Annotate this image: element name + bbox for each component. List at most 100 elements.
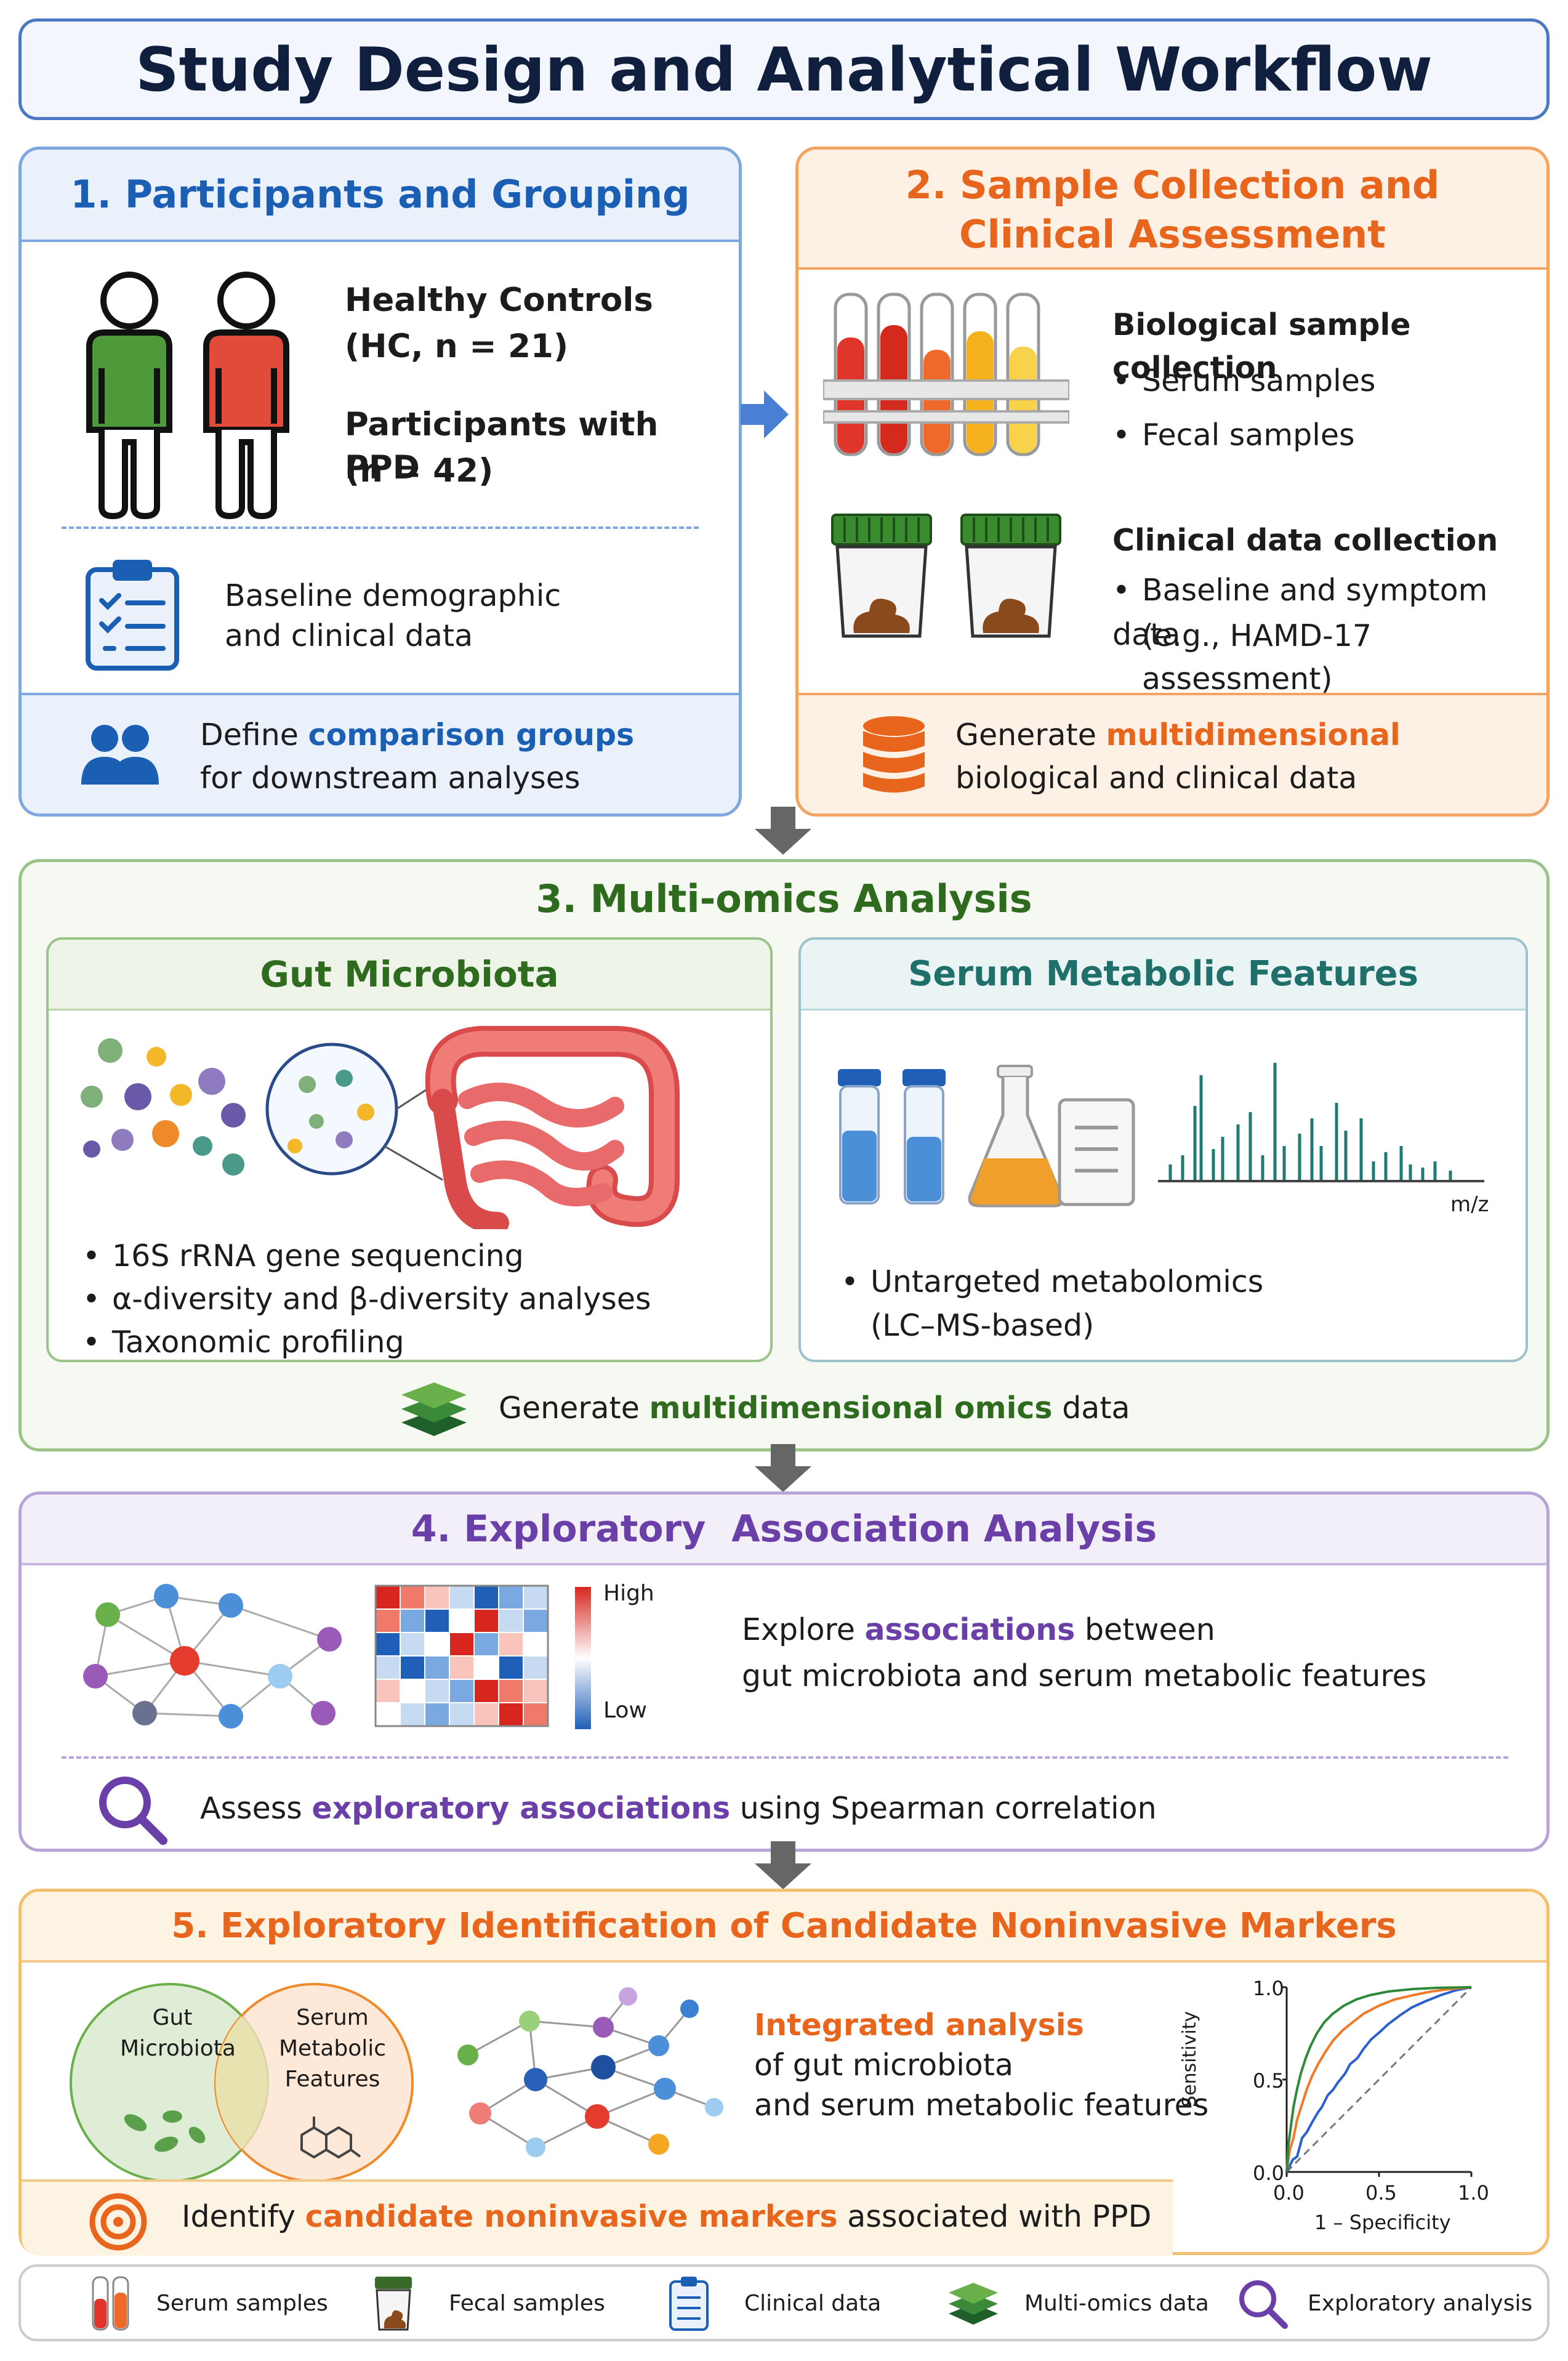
intestine-icon [425, 1026, 680, 1229]
ppd-person-icon [203, 272, 289, 520]
heatmap-cell [400, 1632, 425, 1657]
exploratory-magnifier-icon [1239, 2280, 1288, 2329]
heatmap-cell [375, 1632, 401, 1657]
roc-ytick-1: 1.0 [1253, 1977, 1284, 2000]
heatmap-cell [498, 1608, 524, 1633]
explore-line2: gut microbiota and serum metabolic featu… [742, 1658, 1427, 1693]
heatmap-cell [375, 1655, 401, 1680]
roc-x-label: 1 – Specificity [1314, 2211, 1451, 2234]
hc-label: Healthy Controls [345, 281, 653, 319]
mass-spectrum-icon [1158, 1063, 1484, 1182]
heatmap-cell [498, 1679, 524, 1703]
people-icons [86, 272, 289, 520]
clipboard-icon [86, 560, 179, 671]
heatmap-cell [400, 1679, 425, 1703]
test-tubes-icon [823, 293, 1069, 456]
title-box: Study Design and Analytical Workflow [18, 18, 1550, 120]
panel5-heading: 5. Exploratory Identification of Candida… [171, 1906, 1397, 1946]
heatmap-cell [473, 1585, 499, 1610]
gut-item-1: •16S rRNA gene sequencing [82, 1238, 524, 1273]
clin-title: Clinical data collection [1112, 523, 1498, 558]
panel-sample-collection: 2. Sample Collection and Clinical Assess… [795, 147, 1550, 817]
mz-label: m/z [1450, 1192, 1489, 1217]
panel4-header: 4. Exploratory Association Analysis [22, 1495, 1546, 1565]
heatmap-cell [375, 1702, 401, 1727]
flask [968, 1065, 1064, 1208]
integrated-line2: of gut microbiota [754, 2048, 1014, 2083]
panel2-footer-line1: Generate multidimensional [955, 717, 1401, 753]
panel1-footer-line2: for downstream analyses [200, 761, 581, 796]
panel1-footer: Define comparison groups for downstream … [22, 693, 739, 813]
identify-line: Identify candidate noninvasive markers a… [182, 2199, 1152, 2234]
container-1 [831, 514, 932, 638]
roc-xtick-0: 0.0 [1273, 2181, 1305, 2205]
roc-ytick-0: 0.0 [1253, 2161, 1284, 2185]
legend-exploratory: Exploratory analysis [1308, 2291, 1533, 2316]
integrated-hl: Integrated analysis [754, 2008, 1084, 2043]
roc-curve-blue [1285, 1986, 1472, 2173]
heatmap-cell [400, 1702, 425, 1727]
network-icon [83, 1584, 342, 1729]
panel2-heading-line2: Clinical Assessment [959, 212, 1386, 257]
heatmap-cell [523, 1585, 549, 1610]
healthy-person-icon [86, 272, 172, 520]
baseline-line2: and clinical data [225, 618, 473, 653]
panel-association: 4. Exploratory Association Analysis High… [18, 1491, 1550, 1852]
multiomics-layers-icon [949, 2283, 998, 2325]
heatmap-cell [498, 1632, 524, 1657]
assess-line: Assess exploratory associations using Sp… [200, 1791, 1157, 1826]
heatmap-cell [449, 1679, 475, 1703]
magnifier-icon [99, 1777, 167, 1845]
panel2-header: 2. Sample Collection and Clinical Assess… [798, 150, 1546, 270]
panel1-header: 1. Participants and Grouping [22, 150, 739, 242]
heatmap-cell [473, 1679, 499, 1703]
roc-curve-chart [1282, 1986, 1473, 2177]
heatmap-cell [473, 1655, 499, 1680]
heatmap-cell [400, 1585, 425, 1610]
heatmap-cell [400, 1655, 425, 1680]
panel3-heading: 3. Multi-omics Analysis [536, 876, 1032, 921]
integrated-line3: and serum metabolic features [754, 2088, 1209, 2123]
panel3-footer: Generate multidimensional omics data [499, 1390, 1130, 1426]
heatmap-cell [523, 1655, 549, 1680]
panel4-heading: 4. Exploratory Association Analysis [411, 1507, 1157, 1551]
roc-xtick-05: 0.5 [1365, 2181, 1397, 2205]
venn-diagram [70, 1983, 414, 2182]
container-2 [960, 514, 1061, 638]
panel1-footer-line1: Define comparison groups [200, 717, 635, 753]
heatmap-cell [375, 1608, 401, 1633]
heatmap-icon [374, 1584, 549, 1727]
legend-multiomics: Multi-omics data [1024, 2291, 1209, 2316]
panel-participants: 1. Participants and Grouping Healthy Con… [18, 147, 742, 817]
fecal-container-icon [375, 2277, 412, 2331]
heatmap-cell [449, 1702, 475, 1727]
down-arrow-icon-3 [755, 1841, 811, 1889]
panel2-footer-line2: biological and clinical data [955, 761, 1357, 796]
serum-subpanel: Serum Metabolic Features [798, 937, 1528, 1362]
baseline-line1: Baseline demographic [225, 578, 561, 613]
heatmap-low-label: Low [603, 1698, 647, 1723]
serum-item-line2: (LC–MS-based) [870, 1308, 1095, 1343]
venn-left-label: Gut Microbiota [120, 2005, 236, 2061]
legend-clinical: Clinical data [744, 2291, 882, 2316]
heatmap-cell [498, 1655, 524, 1680]
clin-item-line2: (e.g., HAMD-17 assessment) [1142, 618, 1372, 696]
heatmap-cell [424, 1679, 450, 1703]
heatmap-cell [424, 1585, 450, 1610]
gut-subpanel: Gut Microbiota [46, 937, 773, 1362]
serum-title: Serum Metabolic Features [908, 954, 1418, 994]
bio-item-serum: •Serum samples [1112, 363, 1376, 398]
heatmap-cell [473, 1702, 499, 1727]
legend-bar: Serum samples Fecal samples Clinical dat… [18, 2264, 1550, 2341]
down-arrow-icon-2 [755, 1444, 811, 1492]
gut-title: Gut Microbiota [260, 953, 559, 995]
vial-2 [903, 1069, 946, 1205]
heatmap-cell [424, 1608, 450, 1633]
bio-title: Biological sample collection [1112, 307, 1411, 385]
heatmap-cell [424, 1655, 450, 1680]
microbe-cluster [81, 1038, 246, 1176]
panel2-heading-line1: 2. Sample Collection and [905, 163, 1440, 208]
heatmap-cell [473, 1632, 499, 1657]
layers-icon [401, 1382, 467, 1436]
heatmap-cell [449, 1632, 475, 1657]
